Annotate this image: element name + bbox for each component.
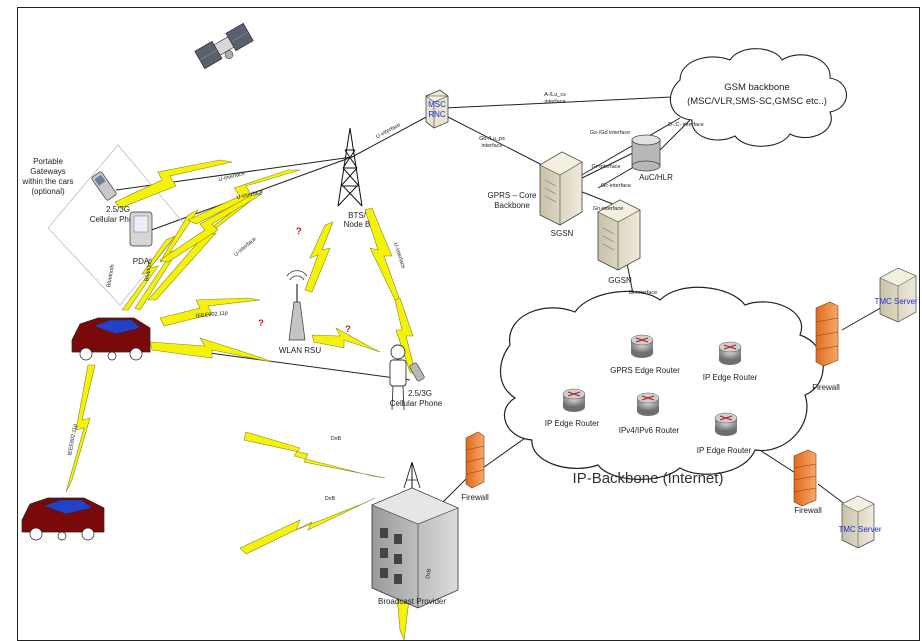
firewall-icon xyxy=(465,431,485,489)
gprs-core-label-1: GPRS – Core xyxy=(488,191,537,200)
auc-hlr-label: AuC/HLR xyxy=(639,173,673,182)
lightning-bolt xyxy=(187,169,301,225)
ip-backbone-cloud: IP-Backbone (Internet) xyxy=(499,286,824,487)
lightning-bolt xyxy=(159,193,263,263)
tmc-server-icon xyxy=(841,495,875,549)
sgsn-label: SGSN xyxy=(551,229,574,238)
link-label-gi: Gi-interface xyxy=(629,290,657,296)
rnc-label: RNC xyxy=(428,110,446,119)
phone-bottom-label-1: 2.5/3G xyxy=(408,389,432,398)
question-mark: ? xyxy=(258,318,264,329)
portable-gateway-group xyxy=(47,144,186,306)
ggsn-server xyxy=(597,199,641,271)
firewall-icon xyxy=(815,301,839,367)
cell-phone-icon xyxy=(409,362,425,382)
question-mark: ? xyxy=(345,324,351,335)
portable-label-1: Portable xyxy=(33,157,63,166)
ip-edge-router-icon xyxy=(714,412,738,436)
link-label-d-c: D-,C- interface xyxy=(668,122,704,128)
gsm-backbone-title: GSM backbone xyxy=(724,82,789,93)
link-label-dxb: DxB xyxy=(425,568,433,580)
msc-rnc-switch: MSC RNC xyxy=(425,89,449,129)
link-label-gn: Gn-interface xyxy=(593,206,623,212)
link-label-gr: Gr-interface xyxy=(591,164,620,170)
link-label-dxb: DxB xyxy=(325,496,336,502)
sgsn-server xyxy=(539,151,583,226)
ip-edge-router-icon xyxy=(562,388,586,412)
wlan-rsu-label: WLAN RSU xyxy=(279,346,321,355)
pda-icon xyxy=(129,211,153,247)
ip-backbone-label: IP-Backbone (Internet) xyxy=(573,470,724,487)
lightning-bolt xyxy=(149,337,273,363)
link-label-u-interface: U-interface xyxy=(218,171,246,183)
lightning-bolt xyxy=(121,235,176,311)
firewall-icon xyxy=(793,449,817,507)
tmc-server-top-label: TMC Server xyxy=(874,297,917,306)
ip-edge-router-label: IP Edge Router xyxy=(703,373,758,382)
phone-top-label-2: Cellular Phone xyxy=(90,215,143,224)
tmc-server-bottom-label: TMC Server xyxy=(838,525,881,534)
portable-label-3: within the cars xyxy=(21,177,73,186)
link-label-gc: Gc-interface xyxy=(601,183,631,189)
link-label-bluetooth: Bluetooth xyxy=(144,258,154,282)
bts-label-2: Node B xyxy=(344,220,371,229)
ip-edge-router-label: IP Edge Router xyxy=(545,419,600,428)
portable-label-2: Gateways xyxy=(30,167,66,176)
ip-edge-router-label: IP Edge Router xyxy=(697,446,752,455)
gprs-edge-router-label: GPRS Edge Router xyxy=(610,366,680,375)
gsm-backbone-cloud: GSM backbone (MSC/VLR,SMS-SC,GMSC etc..) xyxy=(669,48,847,147)
link-label-gb-iu-ps: Gb-/Lu_ps xyxy=(479,136,505,142)
gsm-backbone-subtitle: (MSC/VLR,SMS-SC,GMSC etc..) xyxy=(687,96,827,107)
ipv4-ipv6-router-icon xyxy=(636,392,660,416)
tmc-server-icon xyxy=(879,267,917,323)
lightning-bolt xyxy=(239,497,376,555)
bts-tower-icon xyxy=(337,127,363,207)
link-label-gs-gd: Gs-/Gd interface xyxy=(590,130,630,136)
phone-bottom-label-2: Cellular Phone xyxy=(390,399,443,408)
link-label-interface: interface xyxy=(481,143,502,149)
link-label-ieee-80211p: IEEE802.11p xyxy=(67,424,78,457)
link-label-bluetooth: Bluetooth xyxy=(106,264,116,288)
lightning-bolt xyxy=(243,431,386,479)
wireless-links xyxy=(65,159,417,641)
link-label-interface: interface xyxy=(544,99,565,105)
ipv4-ipv6-router-label: IPv4/IPv6 Router xyxy=(619,426,680,435)
link-label-ieee-80211p: IEEE802.11p xyxy=(196,310,228,319)
bts-label-1: BTS/ xyxy=(348,211,367,220)
satellite-icon xyxy=(194,22,254,70)
question-mark: ? xyxy=(296,226,302,237)
gprs-core-label-2: Backbone xyxy=(494,201,530,210)
firewall-top-right-label: Firewall xyxy=(812,383,840,392)
link-label-a-iu-cs: A-/Lu_cs xyxy=(544,92,566,98)
ggsn-label: GGSN xyxy=(608,276,632,285)
lightning-bolt xyxy=(311,327,381,353)
person-icon xyxy=(389,344,407,411)
wlan-rsu-antenna-icon xyxy=(286,270,308,341)
car-icon xyxy=(71,317,151,361)
lightning-bolt xyxy=(159,297,261,327)
lightning-bolt xyxy=(304,221,334,293)
link-label-u-interface: U-interface xyxy=(233,236,257,258)
broadcast-provider-building-icon xyxy=(371,461,459,609)
broadcast-provider-label: Broadcast Provider xyxy=(378,597,446,606)
phone-top-label-1: 2.5/3G xyxy=(106,205,130,214)
ip-edge-router-icon xyxy=(718,341,742,365)
auc-hlr-database-icon xyxy=(631,134,661,172)
firewall-bottom-right-label: Firewall xyxy=(794,506,822,515)
link-label-u-interface: U-interface xyxy=(392,242,406,269)
pda-label: PDA xyxy=(133,257,150,266)
cell-phone-icon xyxy=(91,171,117,201)
gprs-edge-router-icon xyxy=(630,334,654,358)
firewall-left-label: Firewall xyxy=(461,493,489,502)
lightning-bolt xyxy=(65,364,96,493)
link-label-dxb: DxB xyxy=(331,436,342,442)
msc-label: MSC xyxy=(428,100,446,109)
portable-label-4: (optional) xyxy=(31,187,65,196)
car-icon xyxy=(21,497,105,541)
lightning-bolt xyxy=(114,159,233,209)
